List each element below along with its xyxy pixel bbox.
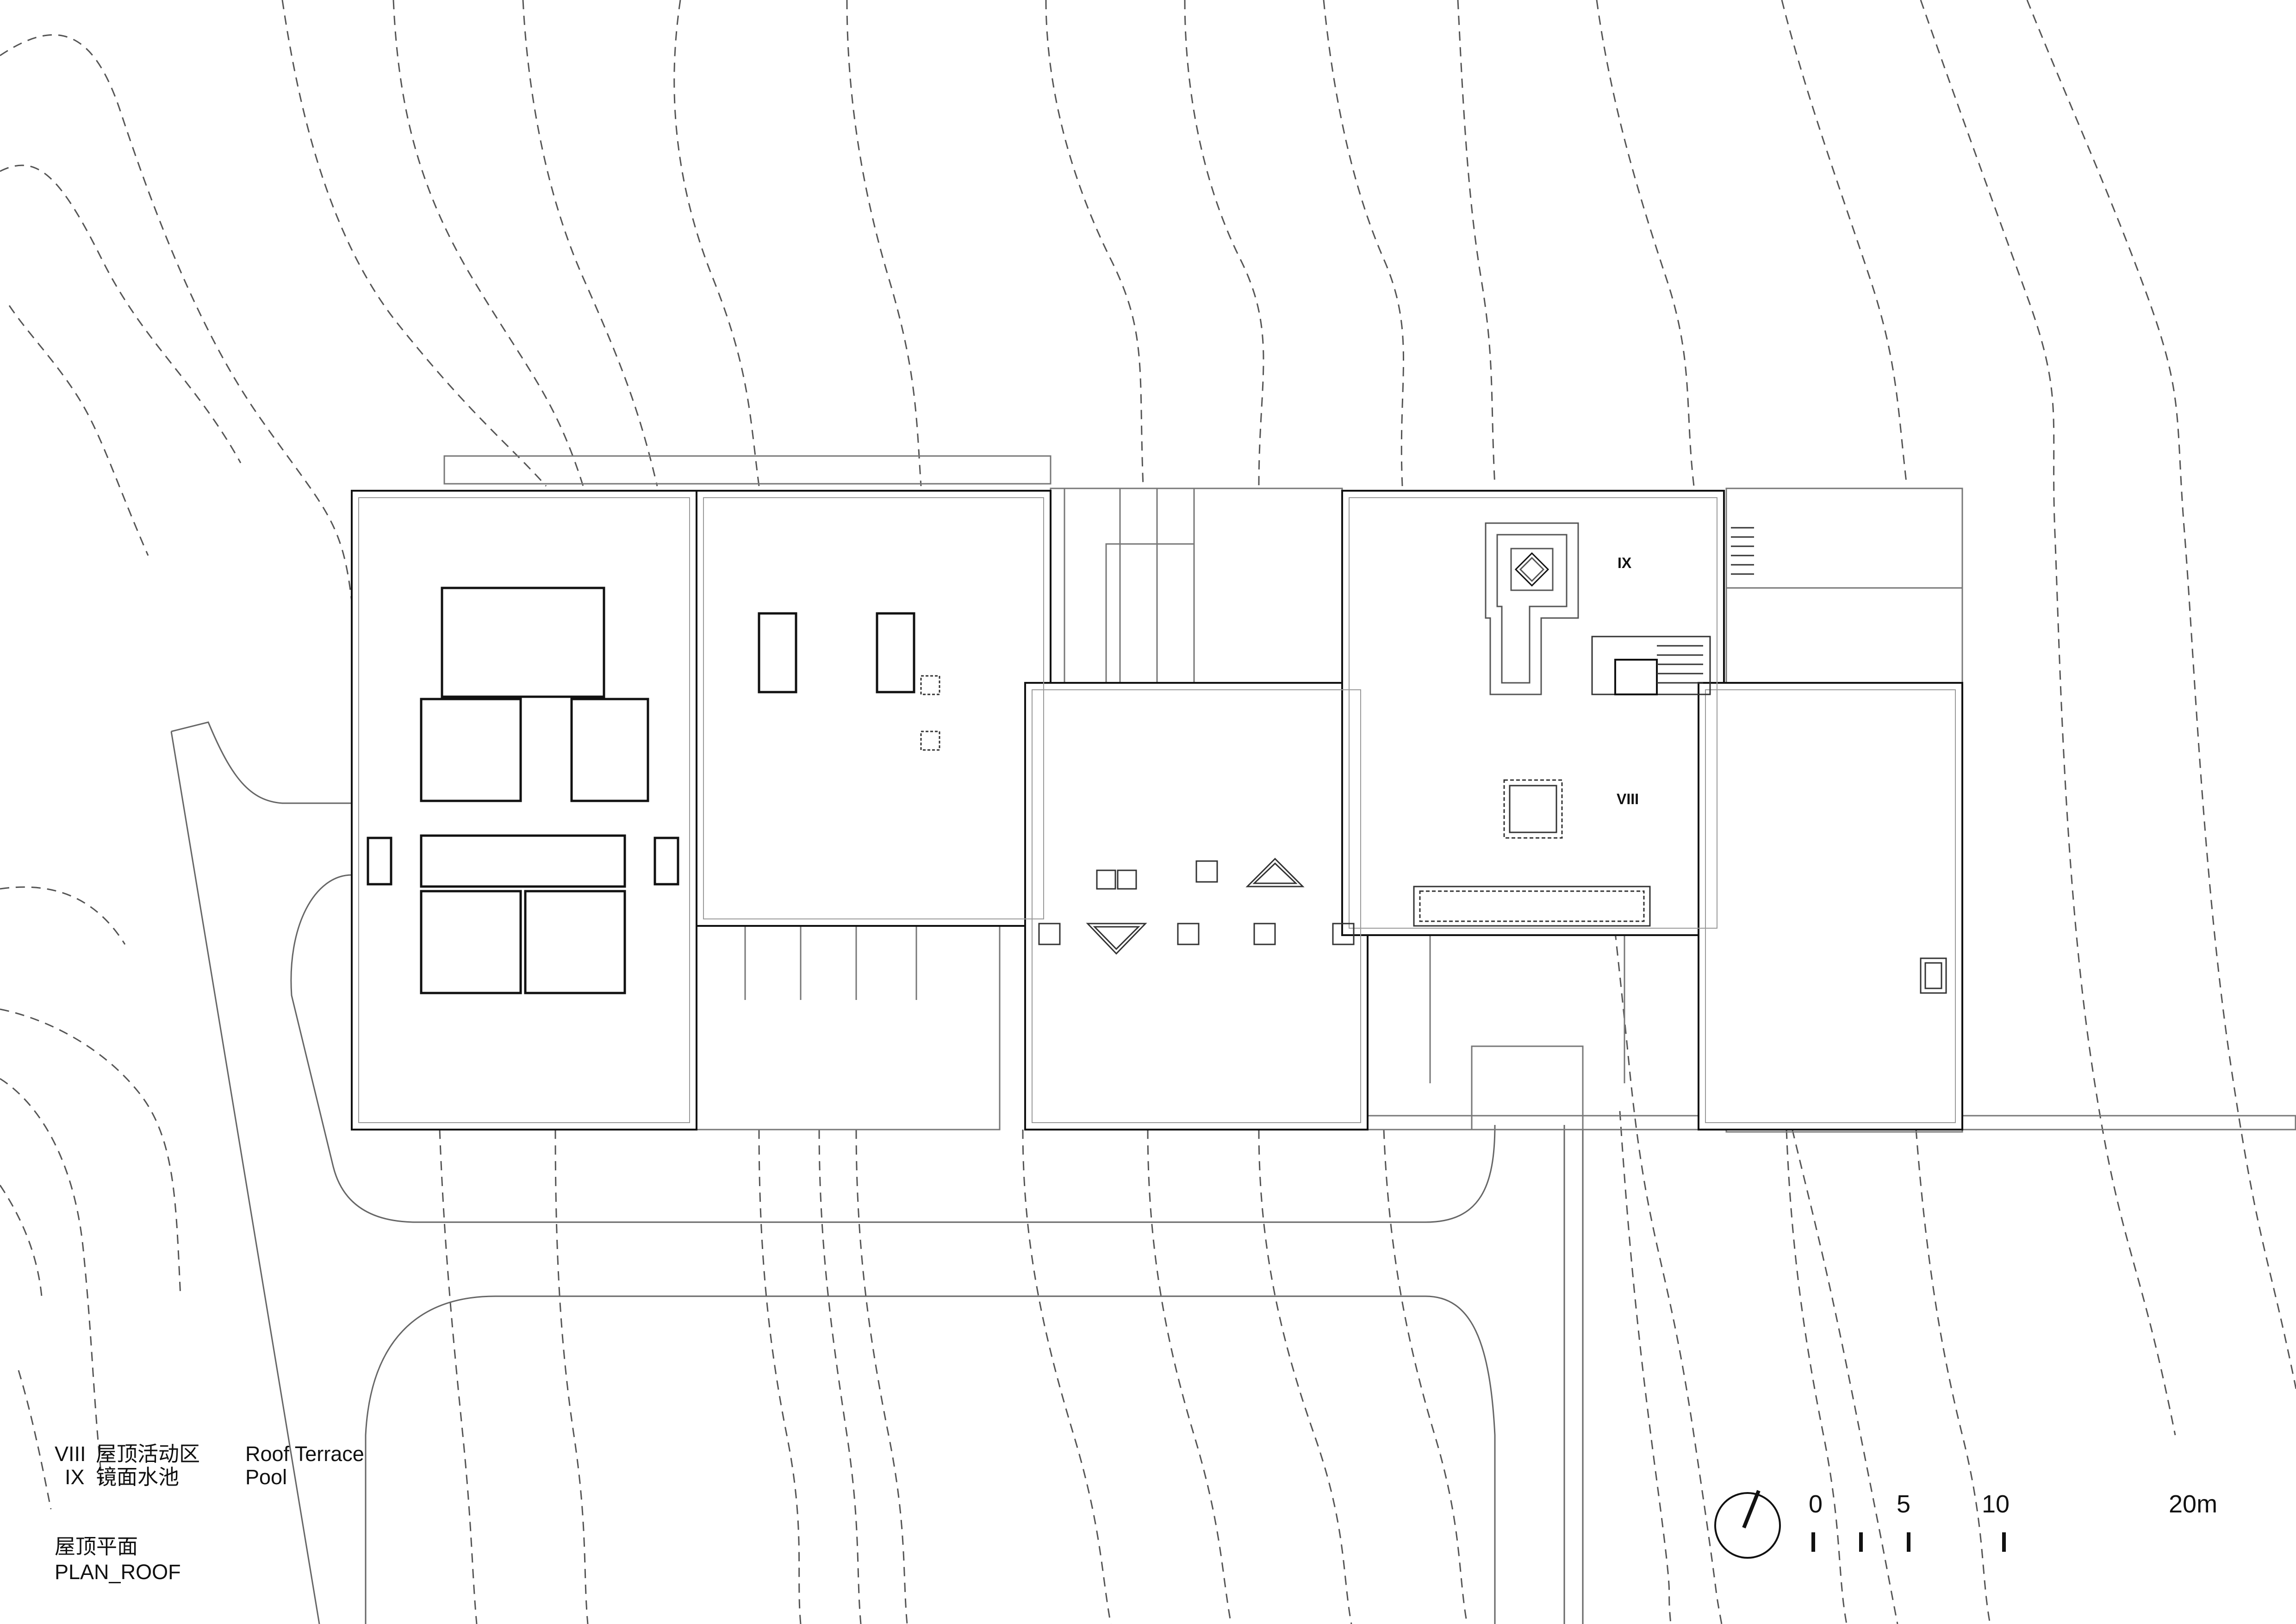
legend-en-viii: Roof Terrace [245,1442,364,1466]
scale-label-5: 5 [1897,1490,1911,1518]
drawing-title-zh: 屋顶平面 [55,1535,138,1558]
legend-code-ix: IX [65,1465,85,1489]
zone-label-ix: IX [1618,555,1632,571]
scale-label-20: 20m [2169,1490,2218,1518]
legend-code-viii: VIII [55,1442,86,1466]
legend-zh-viii: 屋顶活动区 [96,1442,200,1466]
north-arrow-icon [1714,1490,1781,1559]
roof-openings [920,675,1947,994]
drawing-title-en: PLAN_ROOF [55,1560,181,1584]
zone-label-viii: VIII [1617,791,1639,807]
roof-parapets [358,497,1956,1123]
stair-core [1591,527,1754,695]
mirror-pool [1485,522,1579,695]
scale-label-10: 10 [1982,1490,2010,1518]
scale-label-0: 0 [1809,1490,1823,1518]
legend-zh-ix: 镜面水池 [96,1465,180,1489]
road-edges [170,721,1584,1624]
scale-bar [1811,1532,2006,1552]
skylights [367,587,915,994]
roof-volumes [351,490,1963,1131]
legend-en-ix: Pool [245,1465,287,1489]
